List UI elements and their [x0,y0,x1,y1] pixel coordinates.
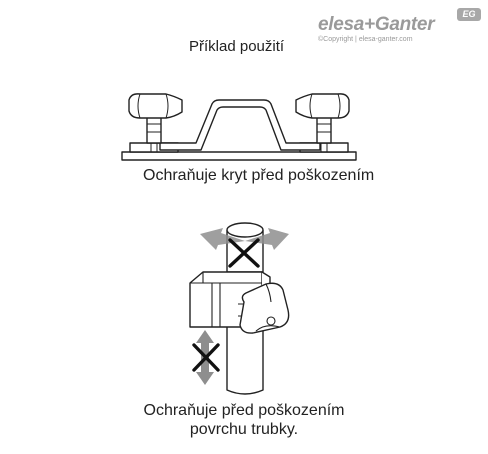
tube-top [226,222,264,238]
clamp-knob [239,282,290,334]
cover-profile [159,99,321,151]
base-plate [121,151,357,161]
tube-lower [226,325,264,395]
right-knob [295,93,350,119]
left-knob-stem [146,115,162,144]
brand-badge: EG [457,8,481,21]
cover-protection-illustration [121,93,357,161]
prohibited-sliding-icon [192,343,220,372]
brand-logo: elesa+Ganter EG ©Copyright | elesa-gante… [318,8,482,46]
caption-cover: Ochraňuje kryt před poškozením [143,167,375,184]
caption-tube: Ochraňuje před poškozením povrchu trubky… [0,401,488,439]
page-title: Příklad použití [189,38,285,55]
caption-tube-line2: povrchu trubky. [189,421,299,438]
caption-tube-line1: Ochraňuje před poškozením [143,402,345,419]
movement-arrows-icon [200,228,289,250]
brand-name: elesa+Ganter [318,14,435,35]
knob-lock-icon [266,316,276,326]
left-knob [128,93,183,119]
copyright-text: ©Copyright | elesa-ganter.com [318,36,413,43]
prohibited-rotation-icon [228,238,260,268]
right-knob-stem [316,115,332,144]
